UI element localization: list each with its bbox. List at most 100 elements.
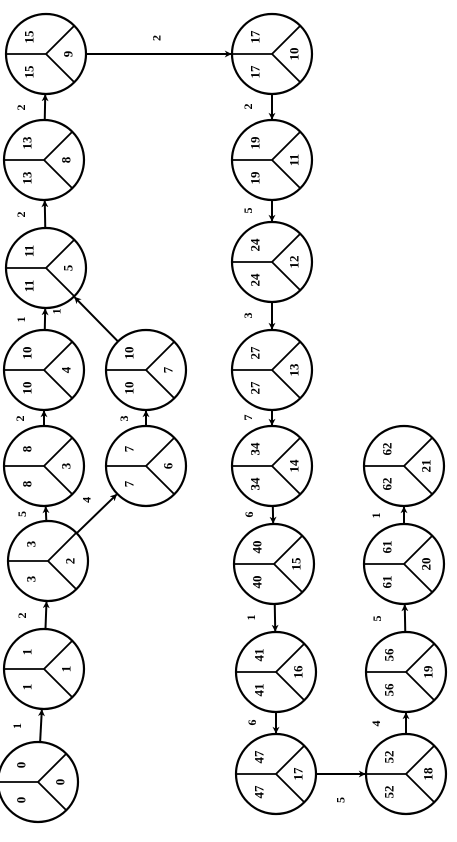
node-latest-start: 1 [20,684,35,691]
node-latest-start: 7 [122,480,137,487]
node-latest-start: 19 [248,171,263,185]
edge-arrow [37,709,45,743]
edge-weight-label: 3 [117,416,131,422]
node-latest-start: 56 [382,683,397,697]
node-7: 10 10 7 [104,328,188,412]
node-latest-start: 52 [382,786,397,799]
node-2: 332 [6,519,90,603]
node-divider [232,233,301,291]
node-number: 7 [161,366,176,373]
edge-15-16: 1 [244,603,279,632]
edge-weight-label: 1 [49,308,63,314]
edge-weight-label: 4 [80,497,94,503]
edge-2-6: 4 [76,493,118,534]
node-number: 11 [287,154,302,166]
node-divider [6,25,75,83]
node-latest-start: 61 [380,576,395,589]
node-earliest-start: 10 [20,347,35,360]
edge-1-2: 2 [15,601,50,630]
node-divider [364,535,433,593]
node-number: 3 [59,462,74,469]
node-number: 21 [419,460,434,473]
node-number: 12 [287,256,302,269]
edge-weight-label: 2 [241,104,255,110]
edge-arrow [76,493,118,534]
node-earliest-start: 56 [382,648,397,662]
node-earliest-start: 8 [20,445,35,452]
edge-arrow [42,601,50,630]
edge-19-20: 5 [370,604,409,633]
node-latest-start: 40 [250,576,265,589]
node-number: 9 [61,50,76,57]
edge-weight-label: 6 [245,720,259,726]
edge-arrow [401,604,409,633]
node-latest-start: 10 [20,382,35,395]
edge-weight-label: 2 [14,104,28,110]
node-earliest-start: 11 [22,245,37,257]
edge-weight-label: 2 [14,211,28,217]
node-number: 1 [59,666,74,673]
node-earliest-start: 19 [248,136,263,150]
node-divider [4,437,73,495]
node-earliest-start: 0 [14,762,29,769]
edge-4-5: 1 [14,308,49,331]
edge-arrow [41,200,49,229]
edge-weight-label: 2 [15,612,29,618]
edge-weight-label: 6 [242,512,256,518]
node-divider [106,341,175,399]
node-divider [232,437,301,495]
node-divider [232,25,301,83]
node-number: 16 [291,665,306,679]
edge-2-3: 5 [15,506,50,522]
node-latest-start: 13 [20,171,35,185]
edge-18-19: 4 [369,712,410,734]
node-divider [234,535,303,593]
edge-weight-label: 7 [241,415,255,421]
node-divider [236,643,305,701]
node-latest-start: 47 [252,785,267,799]
node-number: 2 [63,558,78,565]
edge-arrow [42,506,50,522]
node-number: 0 [53,779,68,786]
node-divider [236,745,305,803]
edge-8-9: 2 [14,94,49,121]
edge-10-11: 2 [241,94,276,120]
edge-7-5: 1 [49,296,119,343]
edge-weight-label: 1 [14,316,28,322]
edge-13-14: 7 [241,410,276,426]
edge-weight-label: 2 [150,35,164,41]
node-number: 18 [421,767,436,781]
edge-arrow [271,603,279,632]
edge-weight-label: 5 [370,615,384,621]
node-3: 883 [2,424,86,508]
edge-9-10: 2 [86,35,232,58]
node-latest-start: 11 [22,280,37,292]
node-11: 19 19 11 [230,118,314,202]
node-earliest-start: 17 [248,30,263,44]
nodes-layer: 0001113328831010411115776101071313815159… [0,12,448,824]
edge-weight-label: 1 [244,615,258,621]
edge-0-1: 1 [10,709,45,743]
node-latest-start: 27 [248,381,263,395]
node-number: 14 [287,459,302,473]
edge-weight-label: 3 [241,313,255,319]
node-divider [4,131,73,189]
node-earliest-start: 15 [22,30,37,44]
node-earliest-start: 10 [122,347,137,360]
node-divider [364,437,433,495]
node-number: 8 [59,156,74,163]
node-latest-start: 10 [122,382,137,395]
edge-3-4: 2 [13,410,48,426]
node-number: 6 [161,462,176,469]
node-earliest-start: 47 [252,750,267,764]
edge-weight-label: 1 [10,723,24,729]
node-divider [366,745,435,803]
